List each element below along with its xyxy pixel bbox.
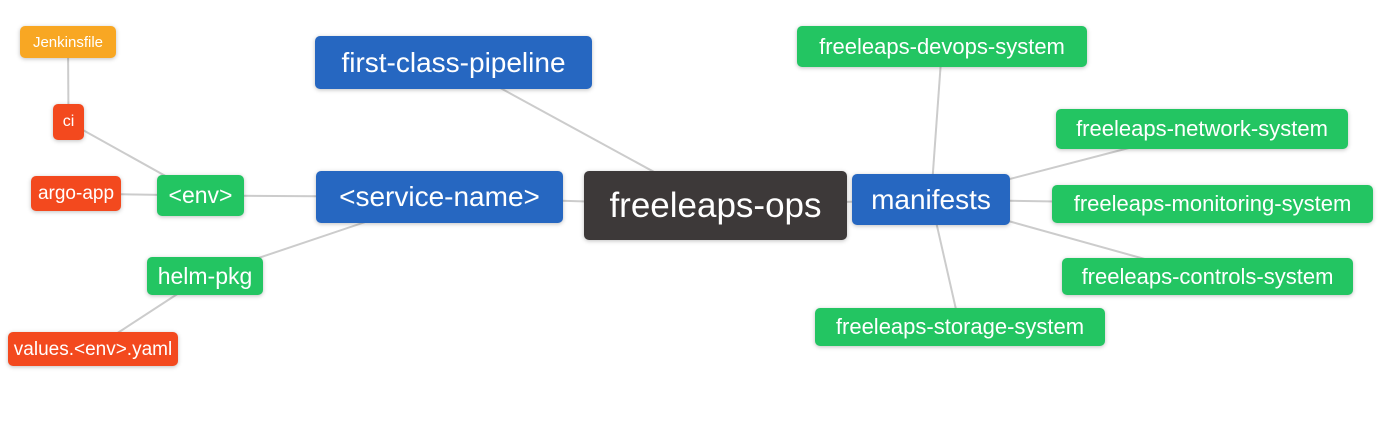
node-values-env-yaml[interactable]: values.<env>.yaml [8, 332, 178, 366]
node-freeleaps-storage-system[interactable]: freeleaps-storage-system [815, 308, 1105, 346]
node-freeleaps-network-system[interactable]: freeleaps-network-system [1056, 109, 1348, 149]
node-manifests[interactable]: manifests [852, 174, 1010, 225]
node-ci[interactable]: ci [53, 104, 84, 140]
node-freeleaps-devops-system[interactable]: freeleaps-devops-system [797, 26, 1087, 67]
node-freeleaps-monitoring-system[interactable]: freeleaps-monitoring-system [1052, 185, 1373, 223]
node-service-name[interactable]: <service-name> [316, 171, 563, 223]
node-freeleaps-ops[interactable]: freeleaps-ops [584, 171, 847, 240]
node-first-class-pipeline[interactable]: first-class-pipeline [315, 36, 592, 89]
node-helm-pkg[interactable]: helm-pkg [147, 257, 263, 295]
node-freeleaps-controls-system[interactable]: freeleaps-controls-system [1062, 258, 1353, 295]
node-env[interactable]: <env> [157, 175, 244, 216]
node-jenkinsfile[interactable]: Jenkinsfile [20, 26, 116, 58]
node-argo-app[interactable]: argo-app [31, 176, 121, 211]
